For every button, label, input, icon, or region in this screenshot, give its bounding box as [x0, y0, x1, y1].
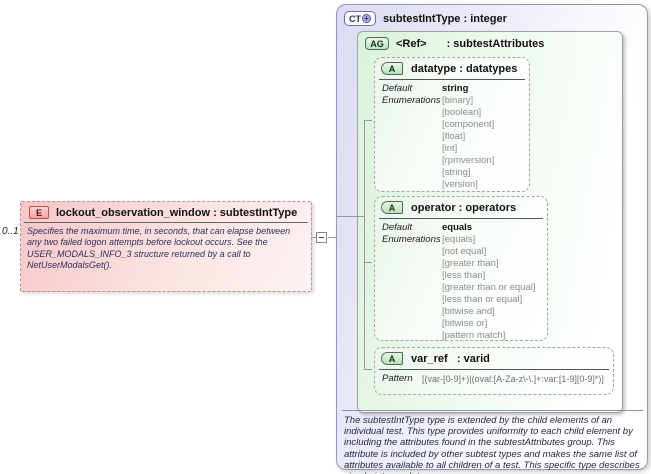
collapse-handle[interactable] — [316, 232, 327, 243]
facet-enum-value: [rpmversion] — [442, 155, 495, 166]
tree-stub-datatype — [364, 120, 372, 121]
facet-default-value: equals — [442, 222, 473, 233]
facet-enum-value: [greater than] — [442, 258, 499, 269]
attribute-node-operator[interactable]: A operator : operators Default equals En… — [374, 196, 548, 341]
facet-enum-value: [less than] — [442, 270, 486, 281]
attribute-node-var-ref[interactable]: A var_ref : varid Pattern [(var-[0-9]+)|… — [374, 347, 614, 395]
facet-table: Default equals Enumerations [equals] [no… — [375, 221, 547, 342]
facet-label: Enumerations — [382, 95, 441, 106]
facet-enum-value: [component] — [442, 119, 495, 130]
complextype-documentation: The subtestIntType type is extended by t… — [344, 415, 640, 474]
facet-enum-value: [binary] — [442, 95, 474, 106]
attribute-icon: A — [381, 352, 403, 365]
complextype-node-subtestinttype[interactable]: CT+ subtestIntType : integer AG <Ref> : … — [336, 4, 648, 474]
connector-line — [311, 237, 316, 238]
attribute-header: A datatype : datatypes — [375, 58, 529, 78]
element-separator — [24, 222, 308, 223]
tree-trunk-line — [337, 216, 364, 217]
attribute-separator — [379, 369, 609, 370]
facet-default-value: string — [442, 83, 469, 94]
attributegroup-ref: <Ref> — [396, 37, 427, 50]
facet-enum-value: [equals] — [442, 234, 476, 245]
attribute-icon: A — [381, 62, 403, 75]
facet-enum-value: [pattern match] — [442, 330, 506, 341]
attribute-node-datatype[interactable]: A datatype : datatypes Default string En… — [374, 57, 530, 192]
element-icon: E — [29, 206, 49, 219]
facet-label: Pattern — [382, 373, 413, 384]
facet-enum-value: [int] — [442, 143, 458, 154]
facet-enum-value: [greater than or equal] — [442, 282, 536, 293]
attribute-title: var_ref : varid — [411, 352, 490, 365]
tree-stub-operator — [364, 262, 372, 263]
facet-enum-value: [bitwise or] — [442, 318, 488, 329]
connector-line — [328, 237, 337, 238]
element-annotation: Specifies the maximum time, in seconds, … — [27, 226, 291, 270]
facet-label: Default — [382, 83, 413, 94]
facet-enum-value: [not equal] — [442, 246, 487, 257]
cardinality-label: 0..1 — [2, 226, 19, 237]
facet-enum-value: [float] — [442, 131, 466, 142]
facet-enum-value: [less than or equal] — [442, 294, 523, 305]
attributegroup-header: AG <Ref> : subtestAttributes — [358, 32, 622, 50]
element-node-lockout-observation-window[interactable]: E lockout_observation_window : subtestIn… — [20, 201, 312, 292]
element-header: E lockout_observation_window : subtestIn… — [21, 202, 311, 222]
complextype-header: CT+ subtestIntType : integer — [337, 5, 647, 26]
complextype-title: subtestIntType : integer — [383, 12, 507, 25]
facet-label: Default — [382, 222, 413, 233]
attribute-title: operator : operators — [411, 201, 517, 214]
plus-icon: + — [362, 14, 371, 23]
documentation-separator — [342, 410, 643, 411]
facet-enum-value: [string] — [442, 167, 471, 178]
tree-vertical-line — [364, 120, 365, 370]
attribute-header: A operator : operators — [375, 197, 547, 217]
facet-enum-value: [bitwise and] — [442, 306, 495, 317]
attributegroup-type: : subtestAttributes — [446, 37, 545, 50]
attributegroup-icon: AG — [365, 37, 389, 50]
element-title: lockout_observation_window : subtestIntT… — [56, 206, 298, 219]
tree-stub-var-ref — [364, 369, 372, 370]
facet-table: Default string Enumerations [binary] [bo… — [375, 82, 529, 191]
facet-label: Enumerations — [382, 234, 441, 245]
facet-enum-value: [boolean] — [442, 107, 482, 118]
attribute-title: datatype : datatypes — [411, 62, 518, 75]
facet-table: Pattern [(var-[0-9]+)|(oval:[A-Za-z\-\.]… — [375, 372, 613, 385]
attribute-separator — [379, 218, 543, 219]
complextype-icon: CT+ — [344, 11, 376, 26]
attribute-header: A var_ref : varid — [375, 348, 613, 368]
attributegroup-node-subtestattributes[interactable]: AG <Ref> : subtestAttributes A datatype … — [357, 31, 623, 413]
attribute-icon: A — [381, 201, 403, 214]
attribute-separator — [379, 79, 525, 80]
facet-enum-value: [version] — [442, 179, 478, 190]
facet-pattern-value: [(var-[0-9]+)|(oval:[A-Za-z\-\.]+:var:[1… — [422, 374, 604, 384]
